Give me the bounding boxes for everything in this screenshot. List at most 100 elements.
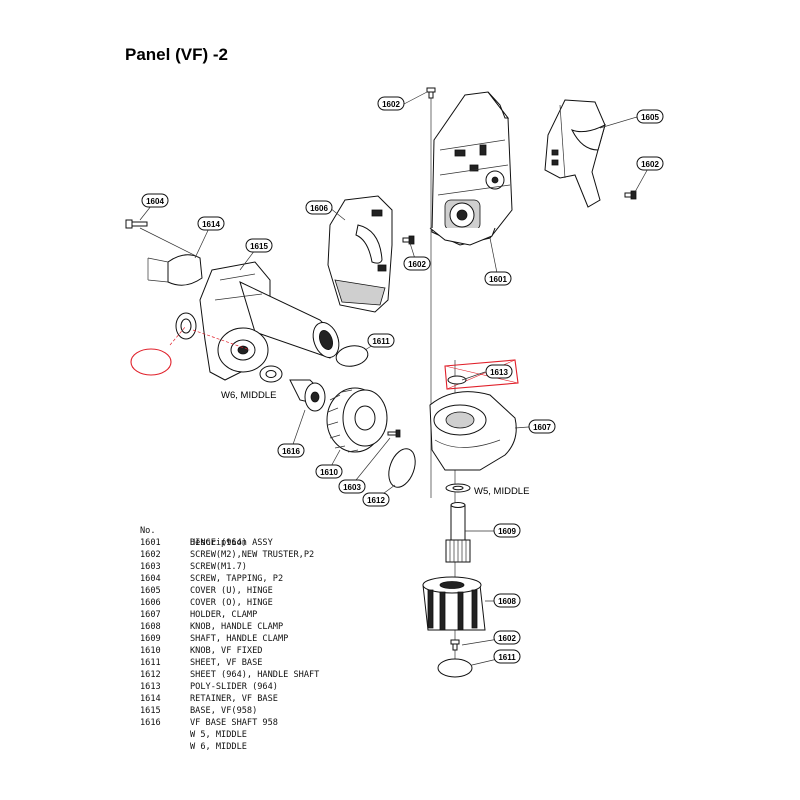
callout-1608: 1608 [493, 593, 521, 608]
knob-handle-clamp-1608 [422, 576, 486, 631]
holder-clamp-1607 [429, 391, 517, 471]
part-no: 1603 [140, 562, 161, 572]
part-description: SHEET, VF BASE [190, 658, 263, 668]
table-row: 1603 SCREW(M1.7) [140, 561, 247, 573]
callout-1601: 1601 [484, 271, 512, 286]
callout-1601-label: 1601 [489, 275, 507, 284]
callout-1609-label: 1609 [498, 527, 516, 536]
part-description: W 5, MIDDLE [190, 730, 247, 740]
screw-1602-bottom [450, 639, 460, 651]
part-description: KNOB, HANDLE CLAMP [190, 622, 284, 632]
table-row: 1607 HOLDER, CLAMP [140, 609, 257, 621]
callout-1610: 1610 [315, 464, 343, 479]
callout-1605-label: 1605 [641, 113, 659, 122]
vf-base-shaft-1616 [289, 379, 326, 412]
table-row: 1609 SHAFT, HANDLE CLAMP [140, 633, 288, 645]
part-description: KNOB, VF FIXED [190, 646, 263, 656]
sheet-vf-base-1611-upper [335, 345, 369, 367]
part-description: POLY-SLIDER (964) [190, 682, 278, 692]
callout-1607-label: 1607 [533, 423, 551, 432]
callout-1602-right-label: 1602 [641, 160, 659, 169]
callout-1611-upper-label: 1611 [372, 337, 390, 346]
part-description: SCREW(M1.7) [190, 562, 247, 572]
callout-1602-right: 1602 [636, 156, 664, 171]
washer-w6 [259, 365, 283, 383]
callout-1612-label: 1612 [367, 496, 385, 505]
highlight-ring-left [130, 348, 172, 376]
callout-1611-lower-label: 1611 [498, 653, 516, 662]
part-description: COVER (O), HINGE [190, 598, 273, 608]
callout-1615: 1615 [245, 238, 273, 253]
part-description: BASE, VF(958) [190, 706, 258, 716]
callout-1611-upper: 1611 [367, 333, 395, 348]
table-row: 1614 RETAINER, VF BASE [140, 693, 278, 705]
callout-1614: 1614 [197, 216, 225, 231]
callout-1604-label: 1604 [146, 197, 164, 206]
table-row: 1610 KNOB, VF FIXED [140, 645, 262, 657]
base-vf-1615 [199, 261, 340, 381]
parts-table-header: No. Description [140, 513, 247, 548]
screw-1602-top [426, 87, 436, 99]
table-row: 1606 COVER (O), HINGE [140, 597, 273, 609]
part-no: 1612 [140, 670, 161, 680]
callout-1614-label: 1614 [202, 220, 220, 229]
callout-1607: 1607 [528, 419, 556, 434]
part-no: 1614 [140, 694, 161, 704]
retainer-vf-base-1614 [139, 227, 203, 340]
hinge-assy-1601 [429, 91, 513, 246]
washer-w5-label: W5, MIDDLE [474, 486, 529, 497]
part-description: SCREW(M2),NEW TRUSTER,P2 [190, 550, 315, 560]
part-no: 1609 [140, 634, 161, 644]
washer-w6-label: W6, MIDDLE [221, 390, 276, 401]
header-no: No. [140, 526, 156, 536]
part-description: SCREW, TAPPING, P2 [190, 574, 284, 584]
part-description: VF BASE SHAFT 958 [190, 718, 278, 728]
table-row: W 5, MIDDLE [140, 729, 247, 741]
part-description: HOLDER, CLAMP [190, 610, 258, 620]
callout-1606: 1606 [305, 200, 333, 215]
part-description: HINGE (964) ASSY [190, 538, 273, 548]
callout-1616-label: 1616 [282, 447, 300, 456]
part-no: 1605 [140, 586, 161, 596]
part-no: 1615 [140, 706, 161, 716]
part-no: 1607 [140, 610, 161, 620]
part-no: 1610 [140, 646, 161, 656]
part-description: SHEET (964), HANDLE SHAFT [190, 670, 320, 680]
part-no: 1613 [140, 682, 161, 692]
screw-m17-1603 [387, 429, 401, 438]
part-no: 1606 [140, 598, 161, 608]
screw-1602-mid [402, 235, 415, 245]
cover-u-hinge-1605 [544, 99, 606, 208]
callout-1616: 1616 [277, 443, 305, 458]
callout-1602-mid-label: 1602 [408, 260, 426, 269]
callout-1611-lower: 1611 [493, 649, 521, 664]
part-no: 1611 [140, 658, 161, 668]
part-no: 1608 [140, 622, 161, 632]
table-row: 1612 SHEET (964), HANDLE SHAFT [140, 669, 319, 681]
page-title: Panel (VF) -2 [125, 45, 228, 64]
shaft-handle-clamp-1609 [445, 502, 471, 563]
callout-1605: 1605 [636, 109, 664, 124]
callout-1609: 1609 [493, 523, 521, 538]
callout-1606-label: 1606 [310, 204, 328, 213]
screw-tapping-1604 [125, 219, 148, 229]
callout-1603: 1603 [338, 479, 366, 494]
callout-1613: 1613 [485, 364, 513, 379]
table-row: 1615 BASE, VF(958) [140, 705, 257, 717]
table-row: 1611 SHEET, VF BASE [140, 657, 262, 669]
knob-vf-fixed-1610 [326, 387, 388, 453]
washer-w5 [445, 483, 471, 493]
part-description: RETAINER, VF BASE [190, 694, 278, 704]
cover-o-hinge-1606 [327, 195, 393, 313]
header-description: Description [190, 538, 247, 548]
callout-1613-label: 1613 [490, 368, 508, 377]
part-description: SHAFT, HANDLE CLAMP [190, 634, 289, 644]
callout-1612: 1612 [362, 492, 390, 507]
